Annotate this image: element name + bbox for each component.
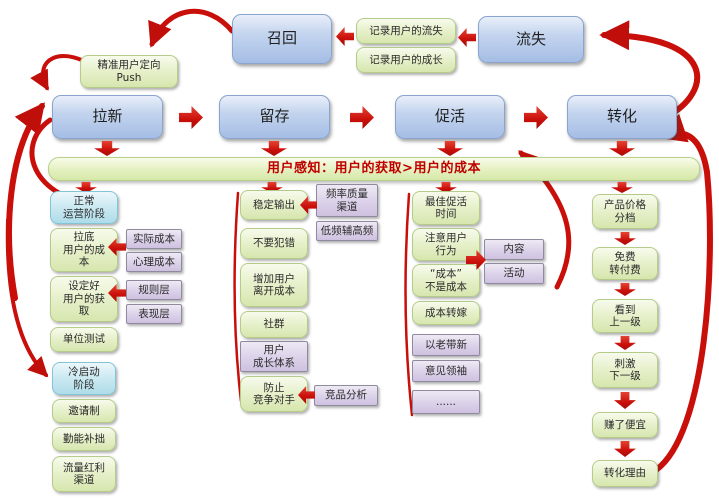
node-increase-leaving-cost: 增加用户 离开成本 <box>240 263 308 307</box>
arrow-churn-to-records <box>458 28 476 47</box>
node-old-bring-new: 以老带新 <box>412 334 480 356</box>
node-opinion-leader: 意见领袖 <box>412 360 480 382</box>
node-conversion-reason: 转化理由 <box>592 460 658 487</box>
node-presentation-layer: 表现层 <box>126 304 182 324</box>
node-content: 内容 <box>484 239 544 260</box>
node-user-growth-system: 用户 成长体系 <box>240 341 308 372</box>
arrow-col4-2 <box>614 283 636 296</box>
arrow-banner-to-col3 <box>435 182 457 193</box>
node-low-freq-aid-high-freq: 低频辅高频 <box>316 221 378 241</box>
node-watch-user-behavior: 注意用户 行为 <box>412 228 480 261</box>
bracket-activation-column <box>404 192 414 417</box>
node-ellipsis: ...... <box>412 390 480 414</box>
node-invite-system: 邀请制 <box>52 399 116 423</box>
arrow-banner-to-col2 <box>261 182 283 193</box>
stage-acquisition: 拉新 <box>52 95 163 139</box>
curve-recall-to-push <box>148 8 235 48</box>
arrow-banner-to-col1 <box>75 182 97 193</box>
node-unit-test: 单位测试 <box>50 327 118 352</box>
node-diligence: 勤能补拙 <box>52 427 116 451</box>
node-got-a-bargain: 赚了便宜 <box>592 412 658 438</box>
node-actual-cost: 实际成本 <box>126 229 182 249</box>
banner-user-perception: 用户感知：用户的获取>用户的成本 <box>48 157 700 181</box>
node-recall: 召回 <box>232 14 332 64</box>
node-set-user-gain: 设定好 用户的获 取 <box>50 276 118 322</box>
arrow-retention-to-banner <box>261 141 287 156</box>
node-community: 社群 <box>240 311 308 338</box>
node-price-tiers: 产品价格 分档 <box>592 194 658 229</box>
arrow-acquisition-to-retention <box>179 106 203 129</box>
node-cold-start-phase: 冷启动 阶段 <box>52 362 116 395</box>
arrow-activation-to-banner <box>437 141 463 156</box>
stage-activation: 促活 <box>395 95 505 139</box>
arrow-col4-5 <box>614 441 636 457</box>
node-activity: 活动 <box>484 263 544 284</box>
node-best-activation-time: 最佳促活 时间 <box>412 191 480 225</box>
curve-push-to-acquisition <box>30 54 86 91</box>
arrow-activation-to-conversion <box>524 106 548 129</box>
curve-left-into-acquisition <box>6 102 45 301</box>
node-competitor-analysis: 竞品分析 <box>314 385 378 406</box>
node-stable-output: 稳定输出 <box>240 190 308 220</box>
arrow-col4-1 <box>614 232 636 245</box>
node-frequency-quality-channel: 频率质量 渠道 <box>316 184 378 217</box>
node-lower-user-cost: 拉底 用户的成 本 <box>50 228 118 272</box>
node-prevent-competitors: 防止 竞争对手 <box>240 376 308 412</box>
arrow-records-to-recall <box>336 27 354 46</box>
stage-retention: 留存 <box>219 95 330 139</box>
node-record-churn: 记录用户的流失 <box>356 18 456 44</box>
node-no-mistakes: 不要犯错 <box>240 228 308 259</box>
curve-left-into-cold-start <box>5 218 49 378</box>
node-record-growth: 记录用户的成长 <box>356 47 456 73</box>
node-stimulate-next-level: 刺激 下一级 <box>592 352 658 388</box>
curve-reason-to-conversion <box>653 113 713 473</box>
arrow-retention-to-activation <box>350 106 374 129</box>
arrow-col4-4 <box>614 392 636 409</box>
arrow-banner-to-col4 <box>611 182 633 193</box>
node-cost-is-not-cost: “成本” 不是成本 <box>412 264 480 297</box>
node-churn: 流失 <box>478 16 584 63</box>
node-see-next-level-up: 看到 上一级 <box>592 299 658 333</box>
node-traffic-bonus-channel: 流量红利 渠道 <box>52 456 116 492</box>
node-cost-transfer: 成本转嫁 <box>412 301 480 325</box>
arrow-acquisition-to-banner <box>94 141 120 156</box>
node-psych-cost: 心理成本 <box>126 252 182 272</box>
node-normal-operation-phase: 正常 运营阶段 <box>50 191 118 224</box>
stage-conversion: 转化 <box>567 95 677 139</box>
node-free-to-paid: 免费 转付费 <box>592 247 658 280</box>
node-rule-layer: 规则层 <box>126 280 182 300</box>
arrow-col4-3 <box>614 336 636 350</box>
node-precise-push: 精准用户定向 Push <box>80 55 178 88</box>
arrow-conversion-to-banner <box>609 141 635 156</box>
